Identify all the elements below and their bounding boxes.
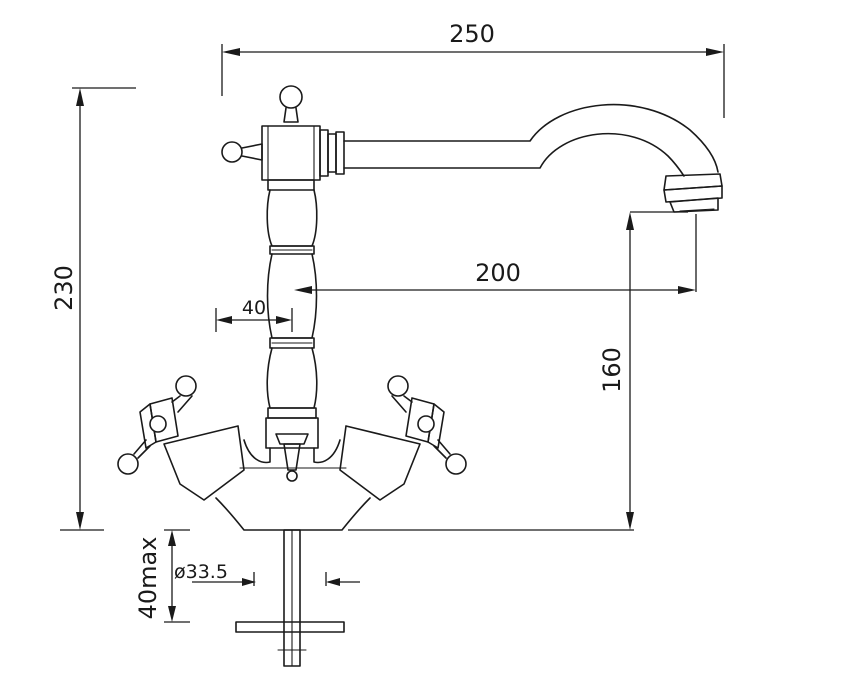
dimension-body-width: 40 — [215, 297, 293, 332]
side-knob — [221, 141, 243, 163]
dimension-mounting-depth: 40max — [134, 529, 190, 623]
dimension-overall-height: 230 — [50, 87, 136, 531]
dimension-label-diameter: ø33.5 — [174, 561, 228, 583]
dimension-label-160: 160 — [598, 347, 626, 393]
dimension-label-250: 250 — [449, 20, 495, 48]
right-cross-knob-bottom — [445, 453, 467, 475]
faucet-outline — [117, 85, 723, 667]
dimension-spout-reach: 200 — [294, 214, 697, 294]
dimension-label-40max: 40max — [134, 537, 162, 620]
right-cross-knob-top — [387, 375, 409, 397]
dimension-label-40: 40 — [242, 297, 266, 319]
left-cross-knob-top — [175, 375, 197, 397]
top-finial-knob — [279, 85, 303, 109]
dimension-hole-diameter: ø33.5 — [174, 561, 360, 586]
dimension-overall-width: 250 — [221, 20, 725, 118]
dimension-label-230: 230 — [50, 265, 78, 311]
dimension-spout-height: 160 — [348, 211, 688, 531]
dimension-label-200: 200 — [475, 259, 521, 287]
left-cross-knob-bottom — [117, 453, 139, 475]
